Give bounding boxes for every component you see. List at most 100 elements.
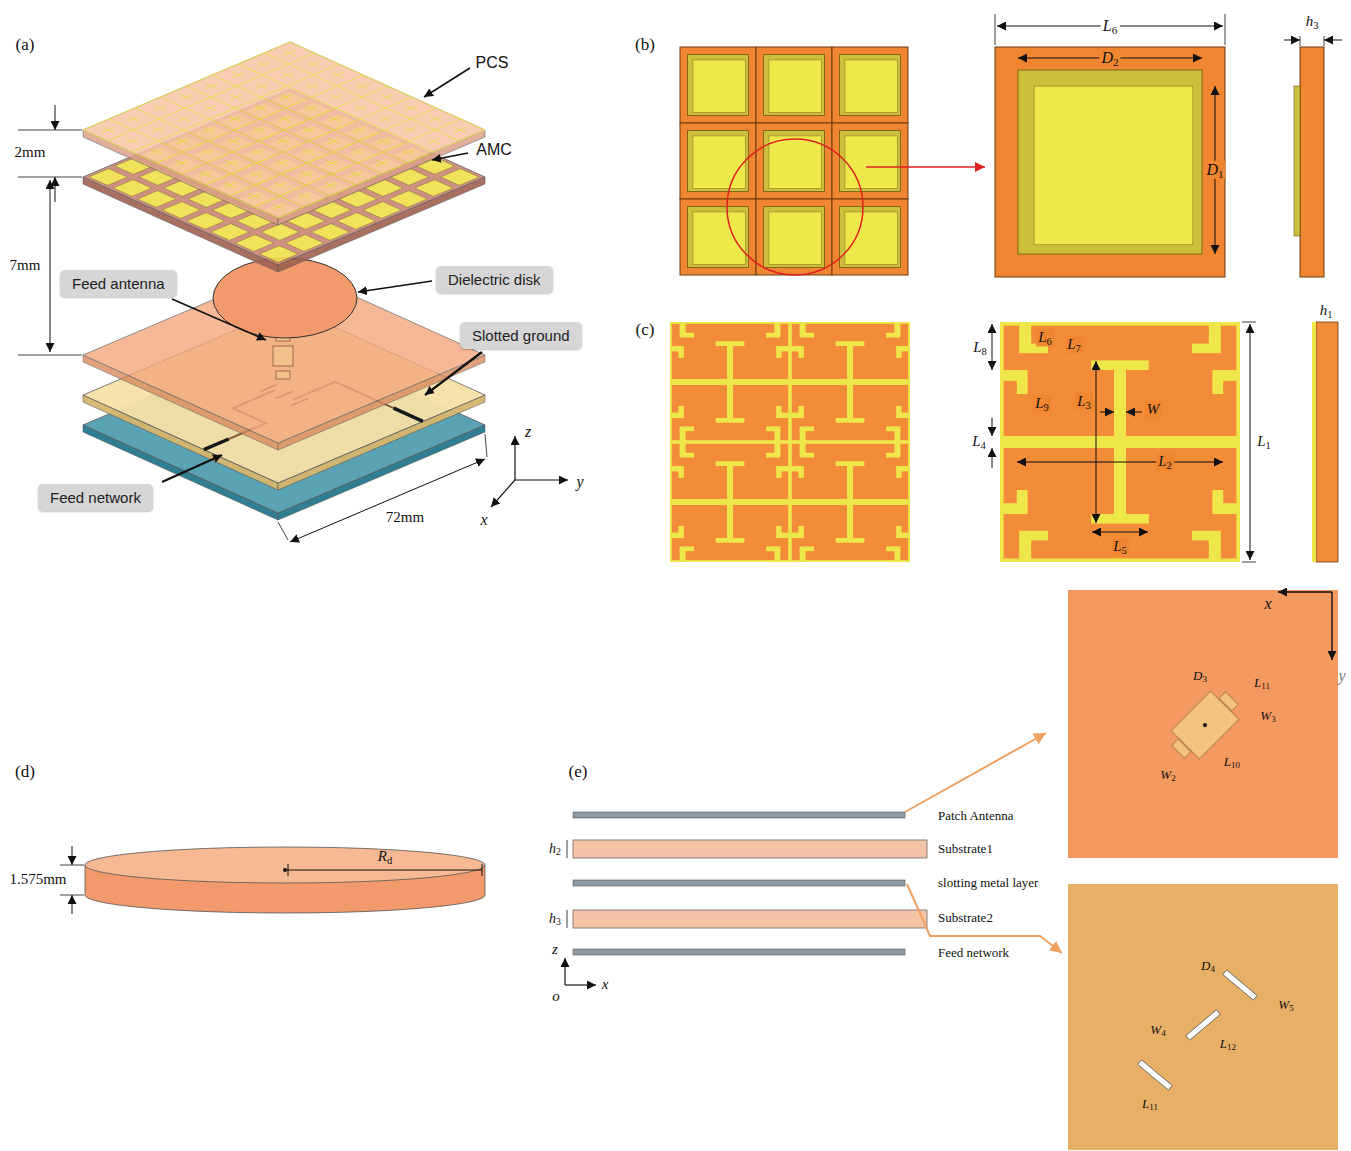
dimension-label: AMC bbox=[476, 141, 512, 159]
pcs-cross bbox=[276, 70, 300, 81]
pcs-cross bbox=[296, 147, 320, 158]
metal-strip bbox=[680, 333, 694, 338]
dimension-label: L5 bbox=[1111, 538, 1129, 555]
parasitic-patch bbox=[1172, 739, 1191, 758]
leader-arrow bbox=[425, 352, 482, 395]
pcs-cell bbox=[670, 442, 790, 562]
outer-patch bbox=[764, 207, 825, 268]
outer-patch bbox=[840, 55, 901, 116]
symbol-letter: L bbox=[1067, 336, 1075, 352]
symbol-letter: D bbox=[1201, 958, 1210, 973]
symbol-subscript: 9 bbox=[1044, 402, 1049, 413]
pcs-cross bbox=[271, 136, 295, 147]
symbol-subscript: 2 bbox=[1171, 773, 1176, 783]
symbol-letter: L bbox=[1254, 675, 1261, 690]
symbol-letter: D bbox=[1101, 49, 1113, 66]
metal-strip bbox=[766, 546, 780, 551]
cell-substrate bbox=[756, 123, 832, 199]
metal-strip bbox=[670, 440, 790, 442]
panel-label: (c) bbox=[636, 320, 655, 340]
pcs-strip bbox=[264, 53, 459, 141]
callout-text: Feed network bbox=[50, 489, 141, 506]
dimension-label: Patch Antenna bbox=[938, 809, 1013, 824]
leader-arrow bbox=[358, 281, 432, 292]
metal-strip bbox=[790, 440, 910, 442]
dimension-label: z bbox=[525, 423, 531, 441]
metal-strip bbox=[790, 322, 910, 324]
callout-text: Slotted ground bbox=[472, 327, 570, 344]
metal-strip bbox=[680, 430, 686, 442]
dimension-label: D3 bbox=[1193, 669, 1207, 684]
symbol-subscript: 11 bbox=[1261, 681, 1270, 691]
dimension-label: y bbox=[576, 473, 583, 491]
symbol-letter: L bbox=[1220, 1036, 1227, 1051]
dimension-label: D2 bbox=[1099, 49, 1120, 67]
panel-label: (b) bbox=[635, 35, 655, 55]
thickness-mark bbox=[567, 840, 568, 858]
metal-strip bbox=[788, 322, 790, 442]
pcs-cross bbox=[324, 92, 348, 103]
metal-strip bbox=[800, 430, 806, 442]
amc-patch bbox=[138, 191, 176, 208]
metal-strip bbox=[670, 442, 672, 562]
metal-strip bbox=[680, 442, 686, 454]
parasitic-patch bbox=[276, 371, 290, 379]
dimension-arrow bbox=[55, 105, 56, 130]
axis bbox=[565, 984, 596, 985]
pcs-cross bbox=[148, 103, 172, 114]
metal-strip bbox=[670, 442, 790, 444]
symbol-subscript: 4 bbox=[981, 440, 986, 451]
substrate bbox=[573, 840, 927, 858]
dimension-label: W5 bbox=[1278, 998, 1293, 1013]
symbol-subscript: 3 bbox=[1086, 400, 1091, 411]
symbol-subscript: 5 bbox=[1289, 1003, 1294, 1013]
metal-strip bbox=[727, 464, 733, 541]
dimension-label: L11 bbox=[1254, 676, 1270, 691]
metal-strip bbox=[1091, 514, 1149, 524]
dimension-label: D1 bbox=[1204, 161, 1225, 179]
metal-strip bbox=[1192, 531, 1221, 541]
extension-line bbox=[995, 14, 996, 45]
metal-strip bbox=[716, 461, 745, 466]
pcs-cross bbox=[422, 136, 446, 147]
amc-patch bbox=[389, 191, 427, 208]
metal-strip bbox=[886, 426, 900, 431]
metal-layer bbox=[573, 880, 905, 886]
dimension-label: h2 bbox=[549, 841, 561, 857]
pcs-strip bbox=[229, 108, 436, 196]
metal-strip bbox=[680, 550, 686, 562]
metal-strip bbox=[798, 406, 803, 418]
amc-patch bbox=[415, 180, 453, 197]
metal-strip bbox=[776, 406, 781, 418]
dimension-label: h3 bbox=[1306, 13, 1319, 30]
metal-strip bbox=[790, 322, 792, 442]
dimension-arrow bbox=[55, 177, 56, 202]
symbol-letter: L bbox=[1257, 433, 1265, 449]
metal-strip bbox=[790, 442, 910, 444]
inner-patch bbox=[693, 136, 745, 188]
dimension-label: x bbox=[602, 976, 609, 993]
symbol-letter: L bbox=[1077, 393, 1085, 409]
metal-strip bbox=[716, 341, 745, 346]
symbol-subscript: 8 bbox=[982, 346, 987, 357]
metal-strip bbox=[766, 333, 780, 338]
metal-strip bbox=[1114, 365, 1126, 519]
dimension-arrow bbox=[50, 180, 51, 352]
pcs-strip bbox=[205, 97, 412, 185]
extension-line bbox=[18, 130, 82, 131]
substrate bbox=[573, 910, 927, 928]
metal-strip bbox=[1212, 490, 1223, 514]
pcs-cell bbox=[790, 322, 910, 442]
pcs-cross bbox=[247, 125, 271, 136]
pcs-cross bbox=[297, 125, 321, 136]
amc-cell bbox=[680, 47, 756, 123]
pcs-cross bbox=[396, 147, 420, 158]
metal-layer bbox=[573, 812, 905, 818]
pcs-strip bbox=[212, 75, 407, 163]
metal-strip bbox=[836, 341, 865, 346]
pcs-cross bbox=[219, 158, 243, 169]
thickness-mark bbox=[567, 910, 568, 928]
symbol-subscript: 1 bbox=[1218, 168, 1224, 180]
pcs-cross bbox=[244, 169, 268, 180]
amc-cell bbox=[680, 199, 756, 275]
